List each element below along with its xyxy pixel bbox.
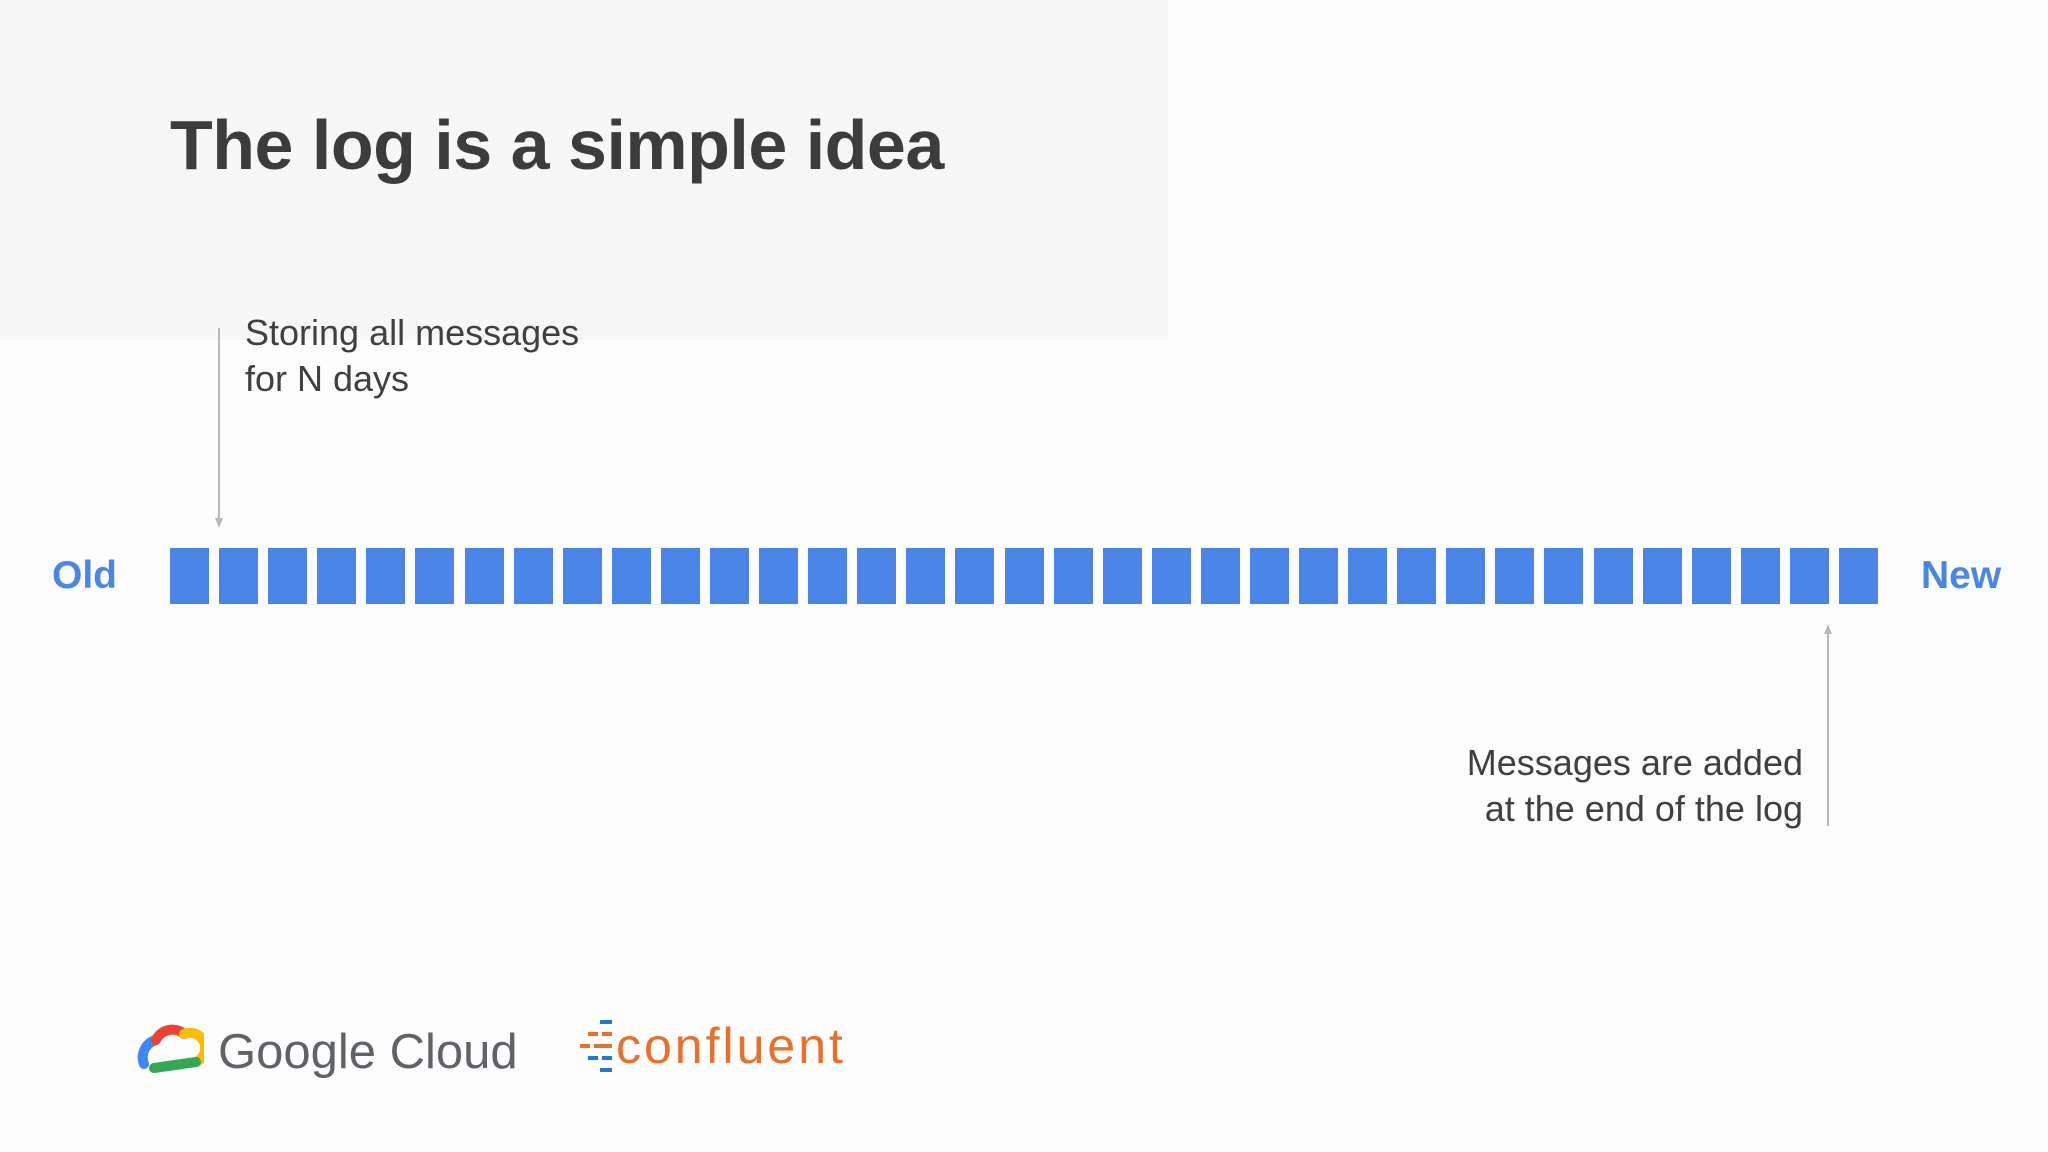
- log-message-15: [857, 548, 896, 604]
- log-message-34: [1790, 548, 1829, 604]
- log-message-22: [1201, 548, 1240, 604]
- append-note-line-2: at the end of the log: [1484, 788, 1803, 829]
- log-message-26: [1397, 548, 1436, 604]
- log-message-19: [1054, 548, 1093, 604]
- log-message-3: [268, 548, 307, 604]
- log-message-35: [1839, 548, 1878, 604]
- retention-note: Storing all messages for N days: [245, 310, 579, 402]
- title-panel: The log is a simple idea: [0, 0, 1168, 340]
- log-message-28: [1495, 548, 1534, 604]
- log-message-14: [808, 548, 847, 604]
- append-pointer-line: [1827, 634, 1829, 826]
- retention-note-line-2: for N days: [245, 358, 410, 399]
- retention-note-line-1: Storing all messages: [245, 312, 580, 353]
- log-message-16: [906, 548, 945, 604]
- log-message-2: [219, 548, 258, 604]
- log-message-1: [170, 548, 209, 604]
- log-message-6: [415, 548, 454, 604]
- log-message-10: [612, 548, 651, 604]
- confluent-icon: [580, 1020, 612, 1072]
- confluent-wordmark: confluent: [616, 1018, 846, 1074]
- log-message-32: [1692, 548, 1731, 604]
- log-message-23: [1250, 548, 1289, 604]
- log-message-20: [1103, 548, 1142, 604]
- append-note: Messages are added at the end of the log: [1467, 740, 1803, 832]
- log-message-8: [514, 548, 553, 604]
- log-message-18: [1005, 548, 1044, 604]
- log-message-11: [661, 548, 700, 604]
- log-message-27: [1446, 548, 1485, 604]
- log-end-label: New: [1921, 554, 2002, 597]
- log-message-24: [1299, 548, 1338, 604]
- log-message-33: [1741, 548, 1780, 604]
- append-pointer-arrowhead: [1824, 624, 1832, 634]
- append-note-line-1: Messages are added: [1466, 742, 1803, 783]
- log-message-29: [1544, 548, 1583, 604]
- google-cloud-wordmark: Google Cloud: [218, 1025, 518, 1079]
- log-message-5: [366, 548, 405, 604]
- log-message-7: [465, 548, 504, 604]
- log-message-13: [759, 548, 798, 604]
- log-message-9: [563, 548, 602, 604]
- log-message-12: [710, 548, 749, 604]
- retention-pointer-arrowhead: [215, 518, 223, 528]
- log-message-25: [1348, 548, 1387, 604]
- log-message-21: [1152, 548, 1191, 604]
- log-strip: [170, 548, 1878, 604]
- retention-pointer-line: [218, 328, 220, 520]
- log-message-31: [1643, 548, 1682, 604]
- log-message-17: [955, 548, 994, 604]
- log-start-label: Old: [52, 554, 117, 597]
- log-message-4: [317, 548, 356, 604]
- log-message-30: [1594, 548, 1633, 604]
- google-cloud-icon: [137, 1024, 204, 1073]
- slide-title: The log is a simple idea: [170, 106, 944, 184]
